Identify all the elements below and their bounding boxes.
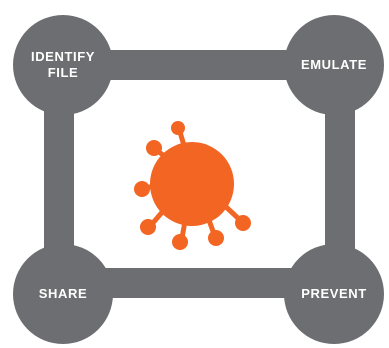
node-prevent: PREVENT	[284, 244, 384, 344]
node-share-label: SHARE	[38, 286, 88, 301]
node-share: SHARE	[13, 244, 113, 344]
node-identify-file-label: IDENTIFY FILE	[30, 49, 96, 80]
node-prevent-label: PREVENT	[301, 286, 367, 301]
virus-icon	[134, 118, 268, 250]
node-emulate: EMULATE	[284, 15, 384, 115]
node-identify-file: IDENTIFY FILE	[13, 15, 113, 115]
node-emulate-label: EMULATE	[300, 57, 368, 72]
